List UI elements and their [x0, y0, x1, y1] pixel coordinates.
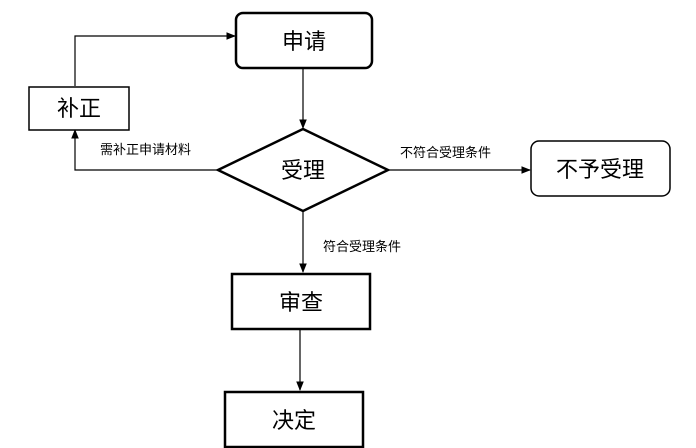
node-review-label: 审查 [279, 291, 323, 316]
node-review: 审查 [230, 272, 372, 331]
connectors [71, 32, 531, 448]
node-reject-label: 不予受理 [556, 158, 644, 183]
node-supplement: 补正 [28, 86, 130, 131]
node-accept: 受理 [215, 127, 391, 213]
node-apply: 申请 [234, 11, 374, 70]
node-accept-label: 受理 [281, 159, 325, 184]
node-supplement-label: 补正 [57, 97, 101, 122]
node-decide-label: 决定 [272, 409, 316, 434]
edge-supplement-to-apply [74, 32, 236, 86]
edge-accept-to-supplement [71, 129, 218, 171]
node-decide: 决定 [223, 390, 365, 448]
edge-label-meet: 符合受理条件 [323, 239, 401, 255]
edge-label-not-meet: 不符合受理条件 [400, 145, 491, 161]
node-apply-label: 申请 [282, 30, 326, 55]
node-reject: 不予受理 [530, 140, 671, 197]
edge-label-need-supplement: 需补正申请材料 [100, 143, 191, 158]
